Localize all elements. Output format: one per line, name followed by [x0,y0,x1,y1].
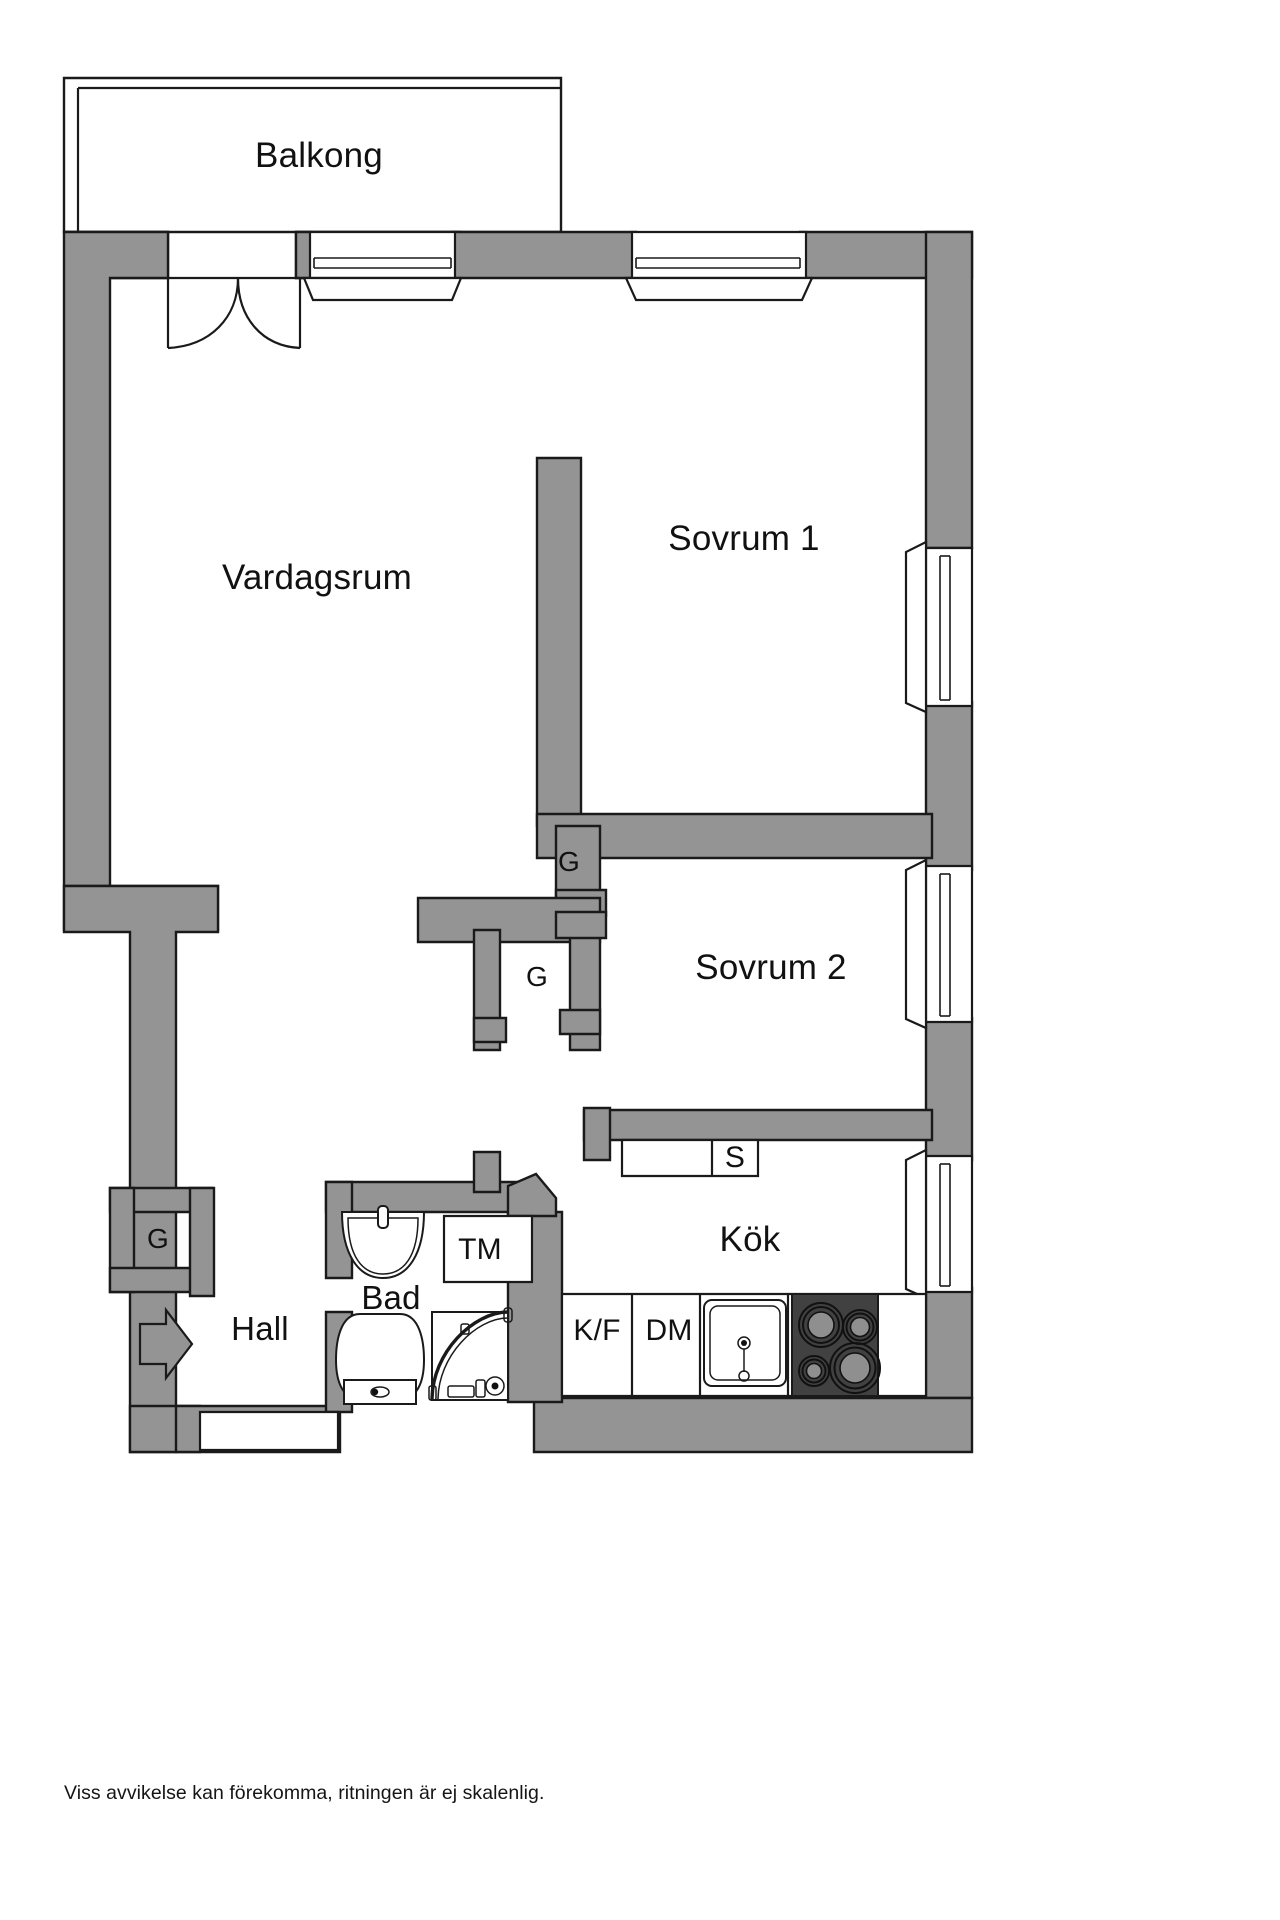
window-right-kitchen [904,1148,974,1300]
washing-machine-box [442,1214,534,1284]
window-top-left [302,230,463,302]
disclaimer-text: Viss avvikelse kan förekomma, ritningen … [64,1782,545,1804]
window-right-sovrum1 [904,540,974,714]
corner-shower-icon [428,1307,513,1401]
stove-icon [791,1293,881,1397]
room-label-kok: Kök [719,1220,781,1259]
room-label-sovrum-1: Sovrum 1 [668,519,820,558]
room-label-hall: Hall [231,1310,289,1347]
room-label-vardagsrum: Vardagsrum [221,558,413,597]
kitchen-sink-icon [703,1299,787,1387]
window-top-right [624,230,814,302]
closet-label-mid: G [526,961,548,992]
closet-label-sovrum1: G [558,846,580,877]
appliance-label-washing-machine: TM [458,1233,502,1266]
storage-cabinet-box [620,1138,760,1178]
appliance-label-dishwasher: DM [645,1314,693,1347]
bathroom-sink-icon [340,1205,426,1280]
window-right-sovrum2 [904,858,974,1030]
closet-label-hall: G [147,1223,169,1254]
room-label-sovrum-2: Sovrum 2 [695,948,847,987]
room-label-bad: Bad [361,1279,421,1316]
hall-bottom-opening [198,1410,340,1452]
entrance-arrow-icon [138,1306,194,1382]
balcony-door [166,276,302,350]
appliance-label-storage-cabinet: S [724,1141,746,1174]
room-label-balkong: Balkong [255,136,383,175]
toilet-icon [334,1313,426,1405]
appliance-label-fridge-freezer: K/F [573,1314,621,1347]
